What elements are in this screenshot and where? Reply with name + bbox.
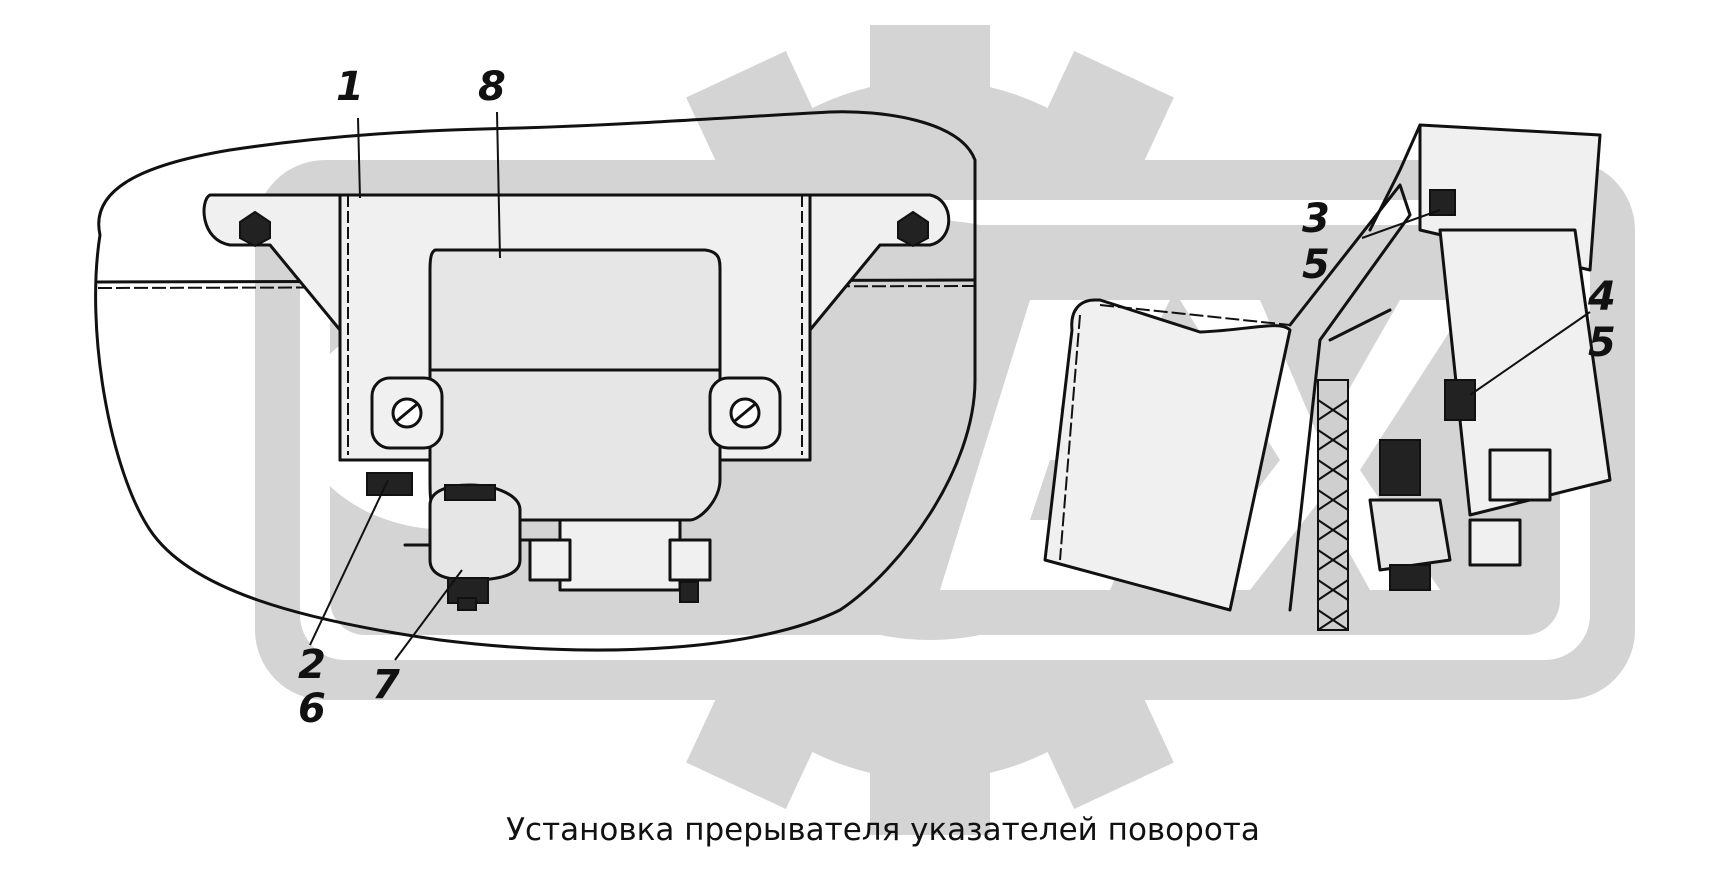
flasher-relay xyxy=(370,248,782,603)
callout-4: 4 xyxy=(1587,274,1616,320)
callout-1: 1 xyxy=(336,64,364,110)
leader-lines xyxy=(309,111,1591,661)
callout-5-lower: 5 xyxy=(1588,320,1616,366)
callout-3: 3 xyxy=(1302,196,1330,242)
mounting-panel-right xyxy=(1043,123,1612,612)
callout-8: 8 xyxy=(478,64,506,110)
callout-2: 2 xyxy=(298,642,326,688)
terminal-block xyxy=(366,472,562,611)
callout-5-upper: 5 xyxy=(1302,242,1330,288)
terminal-block-right xyxy=(1368,189,1476,591)
figure-caption: Установка прерывателя указателей поворот… xyxy=(506,812,1260,848)
callout-6: 6 xyxy=(298,686,326,732)
mesh-panel xyxy=(1317,379,1349,631)
callout-7: 7 xyxy=(372,662,400,708)
